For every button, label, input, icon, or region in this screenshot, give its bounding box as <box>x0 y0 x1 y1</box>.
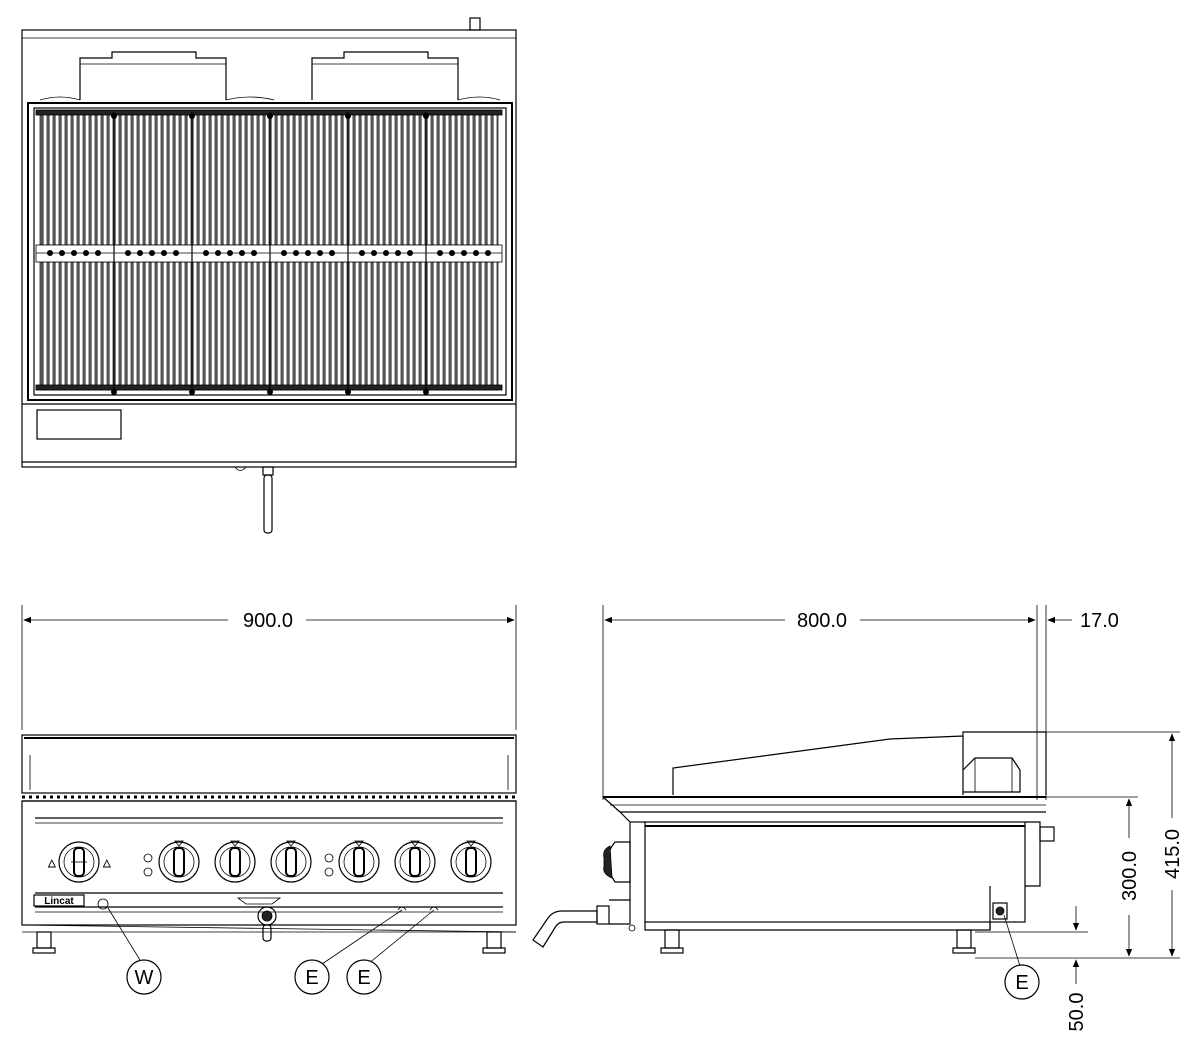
dimension-offset-label: 17.0 <box>1080 610 1119 632</box>
knob-7 <box>450 840 492 883</box>
dimension-overall-height-label: 415.0 <box>1162 829 1184 879</box>
knob-3 <box>214 840 256 883</box>
control-knobs: △ △ <box>47 840 492 883</box>
top-view <box>21 17 517 534</box>
brand-badge: Lincat <box>33 894 85 907</box>
burner-covers <box>39 51 501 101</box>
gas-inlet-pipe <box>234 466 274 534</box>
knob-2 <box>158 840 200 883</box>
svg-text:W: W <box>135 967 154 989</box>
grill-grate <box>35 109 503 395</box>
knob-5 <box>338 840 380 883</box>
svg-text:E: E <box>1015 972 1028 994</box>
svg-text:△: △ <box>47 858 56 869</box>
dimension-depth: 800.0 17.0 <box>602 605 1119 800</box>
svg-text:E: E <box>357 967 370 989</box>
dimension-leg-height: 50.0 <box>1066 906 1088 1031</box>
callout-water: W <box>126 959 162 995</box>
side-view: 800.0 17.0 <box>532 605 1184 1031</box>
knob-6 <box>394 840 436 883</box>
svg-text:E: E <box>305 967 318 989</box>
dimension-width-label: 900.0 <box>243 610 293 632</box>
dimension-depth-label: 800.0 <box>797 610 847 632</box>
dimension-body-height: 300.0 <box>1119 798 1141 957</box>
front-view: 900.0 △ △ <box>21 605 517 995</box>
water-connection-point <box>97 898 109 910</box>
knob-4 <box>270 840 312 883</box>
callout-electric-1: E <box>294 959 330 995</box>
dimension-width: 900.0 <box>21 605 517 730</box>
callout-electric-2: E <box>346 959 382 995</box>
brand-label: Lincat <box>44 896 74 907</box>
front-feet <box>32 931 506 954</box>
knob-1 <box>58 841 100 883</box>
svg-text:△: △ <box>102 858 111 869</box>
side-feet <box>628 924 976 954</box>
dimension-body-height-label: 300.0 <box>1119 851 1141 901</box>
callout-electric-side: E <box>1004 964 1040 1000</box>
dimension-leg-height-label: 50.0 <box>1066 993 1088 1032</box>
dimension-overall-height: 415.0 <box>1162 733 1184 957</box>
